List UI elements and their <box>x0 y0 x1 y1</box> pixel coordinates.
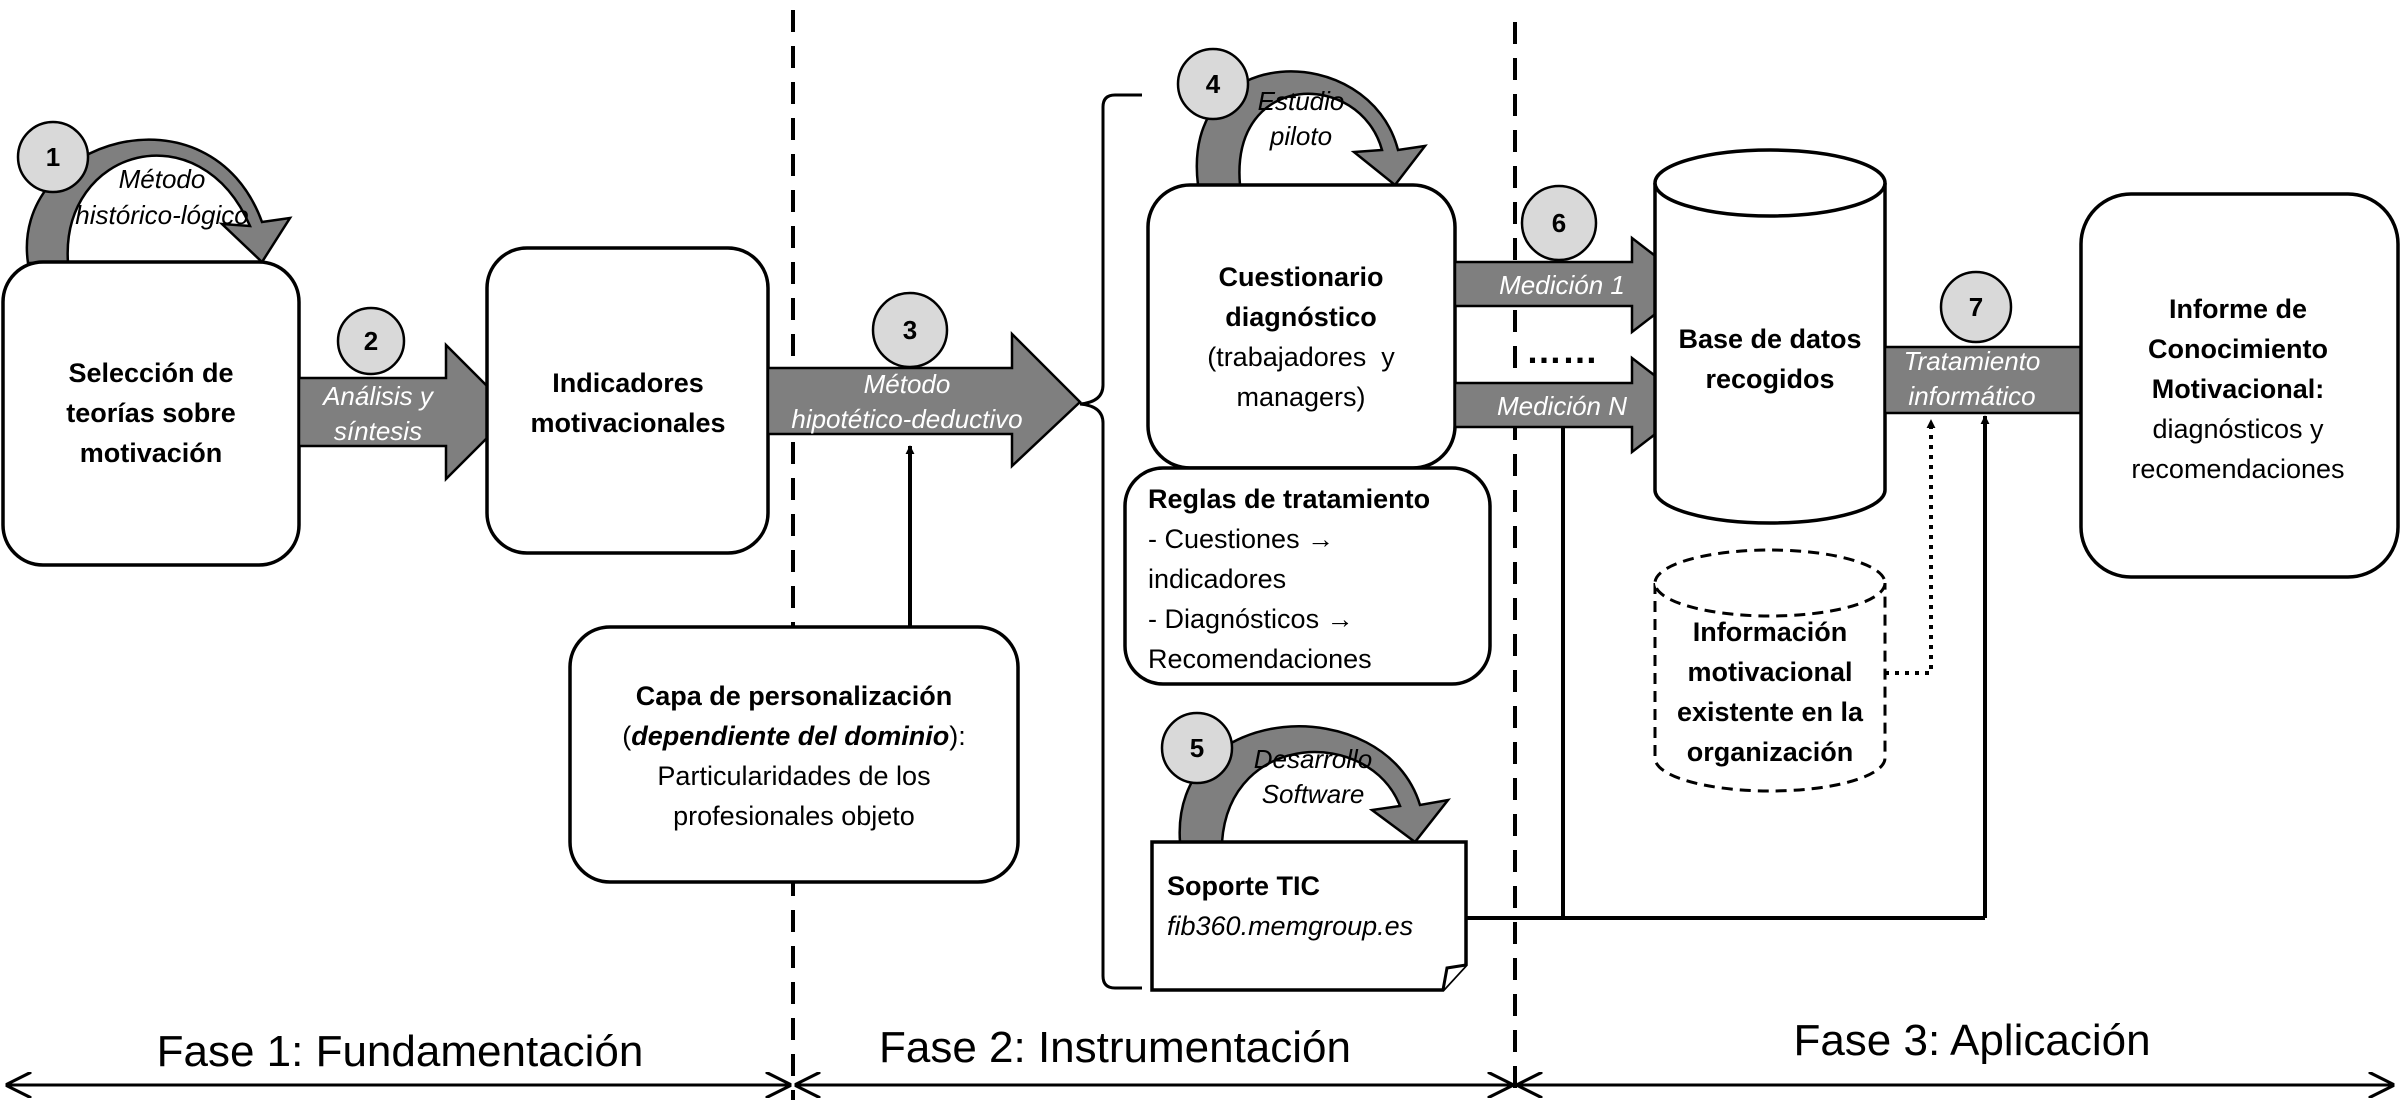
seleccion-line-3: motivación <box>80 438 223 468</box>
step-1-number: 1 <box>46 142 60 172</box>
capa-personalizacion-box <box>568 625 1020 884</box>
base-datos-line-1: Base de datos <box>1678 324 1861 354</box>
cuestionario-line-3: (trabajadores y <box>1207 342 1395 372</box>
step-2-label-line-2: síntesis <box>334 416 422 446</box>
reglas-line-4: Recomendaciones <box>1148 644 1372 674</box>
cuestionario-line-2: diagnóstico <box>1225 302 1377 332</box>
informe-line-1: Informe de <box>2169 294 2307 324</box>
info-existente-line-1: Información <box>1693 617 1848 647</box>
step-6-label-medicion-1: Medición 1 <box>1499 270 1625 300</box>
info-existente-line-4: organización <box>1687 737 1854 767</box>
informe-line-2: Conocimiento <box>2148 334 2328 364</box>
capa-line-1: Capa de personalización <box>636 681 953 711</box>
step-4-badge <box>1176 47 1250 121</box>
step-1-badge <box>16 120 90 194</box>
capa-line-2: (dependiente del dominio): <box>622 721 966 751</box>
step-6-label-medicion-n: Medición N <box>1497 391 1627 421</box>
reglas-line-2: indicadores <box>1148 564 1286 594</box>
base-datos-line-2: recogidos <box>1705 364 1834 394</box>
cuestionario-line-4: managers) <box>1236 382 1365 412</box>
phase-1-label: Fase 1: Fundamentación <box>157 1027 644 1076</box>
step-2-badge <box>336 306 406 376</box>
indicadores-box <box>485 246 770 555</box>
soporte-title: Soporte TIC <box>1167 871 1320 901</box>
info-existente-cylinder-top <box>1653 548 1887 618</box>
step-2-number: 2 <box>364 326 378 356</box>
step-3-number: 3 <box>903 315 917 345</box>
info-existente-to-step-7-arrow <box>1885 419 1936 675</box>
step-3-arrow <box>766 330 1082 469</box>
step-7-label-line-1: Tratamiento <box>1904 346 2041 376</box>
step-3-badge <box>871 291 949 369</box>
informe-line-4: diagnósticos y <box>2152 414 2324 444</box>
base-datos-cylinder-top <box>1653 148 1887 218</box>
step-7-number: 7 <box>1969 292 1983 322</box>
indicadores-line-1: Indicadores <box>552 368 704 398</box>
soporte-url: fib360.memgroup.es <box>1167 911 1413 941</box>
step-7-label-line-2: informático <box>1908 381 2035 411</box>
step-5-label-line-2: Software <box>1262 779 1365 809</box>
informe-line-5: recomendaciones <box>2131 454 2344 484</box>
info-existente-cylinder <box>1653 583 1887 793</box>
capa-line-3: Particularidades de los <box>657 761 930 791</box>
step-4-number: 4 <box>1206 69 1221 99</box>
indicadores-line-2: motivacionales <box>530 408 725 438</box>
seleccion-line-1: Selección de <box>68 358 233 388</box>
step-7-badge <box>1939 270 2013 344</box>
step-5-badge <box>1160 711 1234 785</box>
step-2-arrow <box>297 341 515 483</box>
step-6-badge <box>1520 184 1598 262</box>
step-1-label-line-1: Método <box>119 164 206 194</box>
base-datos-cylinder <box>1653 183 1887 525</box>
phase-2-label: Fase 2: Instrumentación <box>879 1023 1351 1072</box>
soporte-tic-folded-corner <box>1441 963 1467 991</box>
step-4-label-line-1: Estudio <box>1258 86 1345 116</box>
step-5-number: 5 <box>1190 733 1204 763</box>
seleccion-line-2: teorías sobre <box>66 398 236 428</box>
reglas-line-1: - Cuestiones → <box>1148 524 1334 554</box>
step-6-ellipsis: …… <box>1526 330 1598 371</box>
reglas-line-3: - Diagnósticos → <box>1148 604 1354 634</box>
capa-line-4: profesionales objeto <box>673 801 915 831</box>
step-1-label-line-2: histórico-lógico <box>75 200 248 230</box>
step-3-label-line-2: hipotético-deductivo <box>791 404 1022 434</box>
step-6-number: 6 <box>1552 208 1566 238</box>
cuestionario-line-1: Cuestionario <box>1218 262 1383 292</box>
info-existente-line-3: existente en la <box>1677 697 1864 727</box>
step-2-label-line-1: Análisis y <box>321 381 435 411</box>
informe-box <box>2079 192 2400 579</box>
step-4-label-line-2: piloto <box>1269 121 1332 151</box>
informe-line-3: Motivacional: <box>2152 374 2325 404</box>
instrumentation-brace <box>1079 93 1142 990</box>
reglas-tratamiento-box <box>1123 466 1492 686</box>
step-3-label-line-1: Método <box>864 369 951 399</box>
phase-3-label: Fase 3: Aplicación <box>1793 1016 2150 1065</box>
reglas-title: Reglas de tratamiento <box>1148 484 1430 514</box>
info-existente-line-2: motivacional <box>1687 657 1852 687</box>
step-5-label-line-1: Desarrollo <box>1254 744 1373 774</box>
